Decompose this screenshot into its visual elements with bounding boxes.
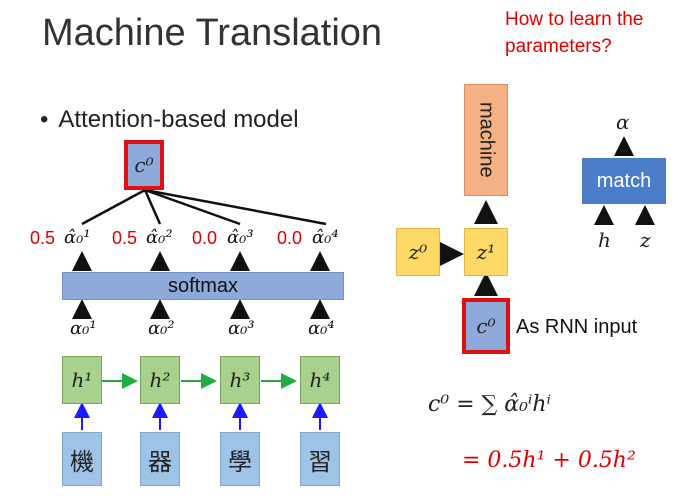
bullet-point: • Attention-based model <box>40 106 299 134</box>
match-function-block: match <box>582 158 666 204</box>
hidden-state-h4: h⁴ <box>300 356 340 404</box>
weight-2: 0.5 <box>112 228 138 248</box>
context-equation: c⁰ = ∑ α̂₀ⁱhⁱ <box>428 392 551 417</box>
rnn-input-label: As RNN input <box>516 316 638 338</box>
question-note: How to learn the parameters? <box>505 6 695 60</box>
match-input-z: z <box>640 228 651 252</box>
hidden-state-h2: h² <box>140 356 180 404</box>
question-line-2: parameters? <box>505 36 612 57</box>
alpha-hat-1: α̂₀¹ <box>64 227 91 248</box>
context-vector-c0: c⁰ <box>124 140 164 190</box>
alpha-3: α₀³ <box>228 318 255 339</box>
context-equation-result: = 0.5h¹ + 0.5h² <box>462 448 636 473</box>
slide-title: Machine Translation <box>42 12 383 54</box>
alpha-1: α₀¹ <box>70 318 97 339</box>
weight-4: 0.0 <box>277 228 303 248</box>
bullet-text: Attention-based model <box>58 106 299 133</box>
decoder-input-c0: c⁰ <box>462 298 510 354</box>
input-token-2: 器 <box>140 432 180 486</box>
alpha-4: α₀⁴ <box>308 318 335 339</box>
decoder-output-machine: machine <box>464 84 508 196</box>
match-output-alpha: α <box>616 110 630 134</box>
decoder-output-label: machine <box>475 102 498 178</box>
bullet-dot: • <box>40 106 49 133</box>
input-token-4: 習 <box>300 432 340 486</box>
input-token-3: 學 <box>220 432 260 486</box>
match-input-h: h <box>598 228 611 252</box>
weight-3: 0.0 <box>192 228 218 248</box>
alpha-hat-2: α̂₀² <box>146 227 173 248</box>
hidden-state-h3: h³ <box>220 356 260 404</box>
alpha-hat-3: α̂₀³ <box>227 227 254 248</box>
alpha-hat-4: α̂₀⁴ <box>312 227 339 248</box>
input-token-1: 機 <box>62 432 102 486</box>
decoder-state-z1: z¹ <box>464 228 508 276</box>
weight-1: 0.5 <box>30 228 56 248</box>
softmax-layer: softmax <box>62 272 344 300</box>
hidden-state-h1: h¹ <box>62 356 102 404</box>
alpha-2: α₀² <box>148 318 175 339</box>
decoder-state-z0: z⁰ <box>396 228 440 276</box>
question-line-1: How to learn the <box>505 9 644 30</box>
